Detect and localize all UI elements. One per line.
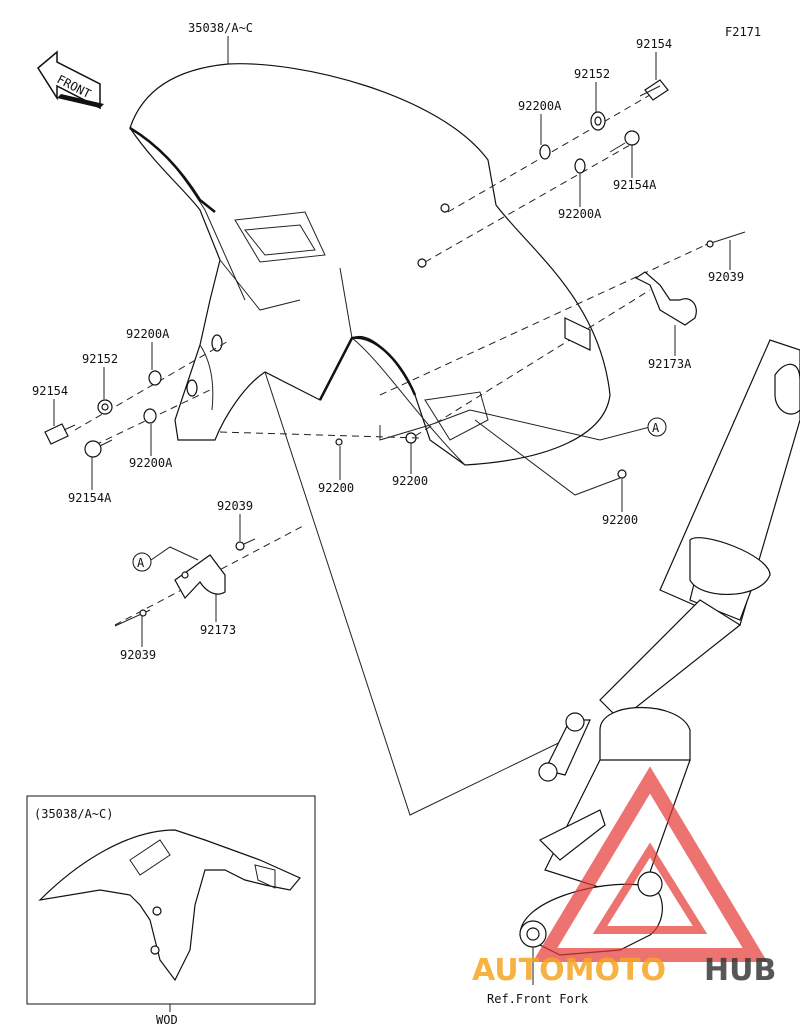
label-92039-mid: 92039 — [217, 499, 253, 513]
washer-92200-c3 — [617, 469, 627, 479]
grommet-92200A-left — [148, 370, 162, 386]
clip-92039-mid — [235, 538, 256, 551]
label-92200-c2: 92200 — [392, 474, 428, 488]
watermark-text: AUTOMOTO HUB — [472, 953, 776, 988]
svg-text:AUTOMOTO: AUTOMOTO — [472, 953, 666, 988]
inset-title: (35038/A~C) — [34, 807, 113, 821]
label-92039-top: 92039 — [708, 270, 744, 284]
svg-text:A: A — [652, 421, 660, 435]
label-92173: 92173 — [200, 623, 236, 637]
label-92154-left: 92154 — [32, 384, 68, 398]
bracket-92173A — [634, 271, 697, 326]
front-arrow-icon: FRONT — [37, 50, 104, 110]
grommet-92200A-top-b — [574, 158, 586, 174]
washer-92152-top — [590, 111, 606, 131]
bracket-92173 — [174, 554, 226, 600]
label-92152-left: 92152 — [82, 352, 118, 366]
figure-code: F2171 — [725, 25, 761, 39]
grommet-92200A-left-b — [143, 408, 157, 424]
grommet-92200A-top — [539, 144, 551, 160]
svg-text:A: A — [137, 556, 145, 570]
label-92200A-top: 92200A — [518, 99, 562, 113]
label-92200-c3: 92200 — [602, 513, 638, 527]
bolt-92154A-top — [609, 130, 640, 153]
watermark-triangle-icon — [532, 766, 768, 962]
label-92152-top: 92152 — [574, 67, 610, 81]
svg-text:HUB: HUB — [704, 953, 776, 988]
mount-plate — [564, 317, 591, 351]
label-fender: 35038/A~C — [188, 21, 253, 35]
ref-front-fork-label: Ref.Front Fork — [487, 992, 589, 1006]
inset-caption: WOD — [156, 1013, 178, 1027]
front-fender — [129, 63, 611, 466]
clip-92039-top — [704, 231, 746, 248]
label-92200A-left-b: 92200A — [129, 456, 173, 470]
label-92154A-top: 92154A — [613, 178, 657, 192]
label-92154-top: 92154 — [636, 37, 672, 51]
label-92154A-left: 92154A — [68, 491, 112, 505]
bolt-92154A-left — [84, 439, 113, 458]
callout-a-left: A — [132, 546, 199, 572]
label-92200A-left: 92200A — [126, 327, 170, 341]
label-92039-bottom: 92039 — [120, 648, 156, 662]
watermark-logo — [532, 766, 768, 962]
labels: F2171 35038/A~C 92154 92152 92200A 92154… — [32, 21, 761, 1027]
clip-92039-bottom — [114, 609, 151, 627]
label-92200A-top-b: 92200A — [558, 207, 602, 221]
bolt-92154-left — [44, 423, 76, 445]
inset-panel — [26, 795, 316, 1012]
label-92200-c1: 92200 — [318, 481, 354, 495]
washer-92200-c1 — [335, 438, 343, 446]
callout-a-right: A — [647, 417, 667, 437]
bolt-92154-top — [639, 79, 669, 101]
washer-92152-left — [97, 399, 113, 415]
label-92173A: 92173A — [648, 357, 692, 371]
